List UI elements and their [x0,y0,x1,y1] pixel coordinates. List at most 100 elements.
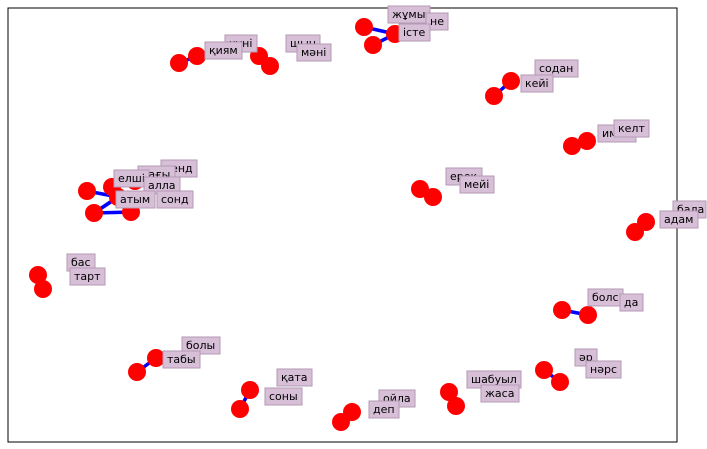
node-label-box [276,368,313,387]
node-label-box [398,23,431,42]
node-label-10-1: табы [162,350,201,369]
node-label-text: не [430,15,444,28]
node-label-text: сонд [161,193,189,206]
node-6-1 [424,188,442,206]
node-label-text: жаса [485,387,514,400]
node-7-1 [626,223,644,241]
node-6-0 [411,180,429,198]
node-13-1 [447,397,465,415]
node-5-4 [85,204,103,222]
node-label-text: мейі [464,178,489,191]
node-label-text: жұмы [392,8,425,21]
node-1-0 [188,47,206,65]
node-label-text: бас [71,256,91,269]
node-label-8-1: тарт [69,267,106,286]
node-9-0 [553,301,571,319]
node-8-1 [34,280,52,298]
node-label-box [613,119,650,138]
node-4-0 [563,137,581,155]
node-label-box [459,175,495,194]
node-label-text: адам [664,213,693,226]
node-label-text: табы [167,353,196,366]
node-label-4-1: келт [613,119,650,138]
node-label-text: нәрс [590,363,617,376]
node-label-12-0: қата [276,368,313,387]
node-label-text: кейі [525,77,549,90]
node-label-text: атым [120,193,150,206]
node-label-9-1: да [619,293,644,312]
node-label-5-5: сонд [156,190,194,209]
node-14-1 [332,413,350,431]
node-label-box [480,384,520,403]
node-9-1 [579,306,597,324]
node-label-text: деп [373,403,395,416]
node-label-text: қата [281,371,308,384]
node-label-text: қиям [209,44,238,57]
node-10-1 [128,363,146,381]
node-label-3-1: кейі [520,74,554,93]
node-4-1 [578,132,596,150]
node-label-text: болы [186,339,215,352]
node-label-10-0: болы [181,336,221,355]
node-label-box [425,12,449,31]
node-label-box [264,387,303,406]
node-label-box [585,360,622,379]
node-label-text: болс [592,291,619,304]
node-3-1 [485,87,503,105]
node-label-text: елші [118,172,145,185]
node-label-3-0: содан [534,59,579,78]
node-label-box [162,350,201,369]
node-5-2 [78,182,96,200]
node-label-13-0: шабуыл [466,370,522,389]
node-label-5-4: атым [115,190,156,209]
node-label-text: тарт [74,270,101,283]
node-label-text: соны [269,390,298,403]
node-label-box [204,41,243,60]
node-label-7-1: адам [659,210,699,229]
node-label-1-1: қиям [204,41,243,60]
node-label-0-1: не [425,12,449,31]
node-11-1 [551,373,569,391]
node-label-box [619,293,644,312]
node-label-text: істе [403,26,426,39]
node-label-box [520,74,554,93]
node-12-1 [231,400,249,418]
node-0-2 [364,36,382,54]
node-1-1 [170,54,188,72]
labels-layer: жұмынеістекүніқиямшынмәнісоданкейіиманке… [66,5,707,419]
node-label-text: мәні [301,46,326,59]
node-label-5-3: алла [143,176,181,195]
node-label-box [115,190,156,209]
node-0-0 [355,18,373,36]
node-label-box [534,59,579,78]
node-11-0 [535,361,553,379]
node-10-0 [147,349,165,367]
node-label-12-1: соны [264,387,303,406]
node-12-0 [241,381,259,399]
node-label-text: келт [618,122,645,135]
node-13-0 [440,383,458,401]
node-label-0-2: істе [398,23,431,42]
node-label-text: шабуыл [471,373,517,386]
node-label-0-0: жұмы [387,5,431,24]
node-label-box [69,267,106,286]
node-label-11-1: нәрс [585,360,622,379]
node-label-2-1: мәні [296,43,332,62]
node-label-text: алла [148,179,176,192]
node-label-9-0: болс [587,288,624,307]
node-label-8-0: бас [66,253,96,272]
node-label-6-1: мейі [459,175,495,194]
node-label-box [181,336,221,355]
node-label-text: да [624,296,638,309]
node-2-1 [261,57,279,75]
nodes-layer [29,18,655,431]
node-label-13-1: жаса [480,384,520,403]
node-label-14-1: деп [368,400,400,419]
node-label-text: содан [539,62,573,75]
node-label-5-2: елші [113,169,150,188]
node-label-box [156,190,194,209]
node-8-0 [29,266,47,284]
node-label-box [659,210,699,229]
node-3-0 [502,72,520,90]
